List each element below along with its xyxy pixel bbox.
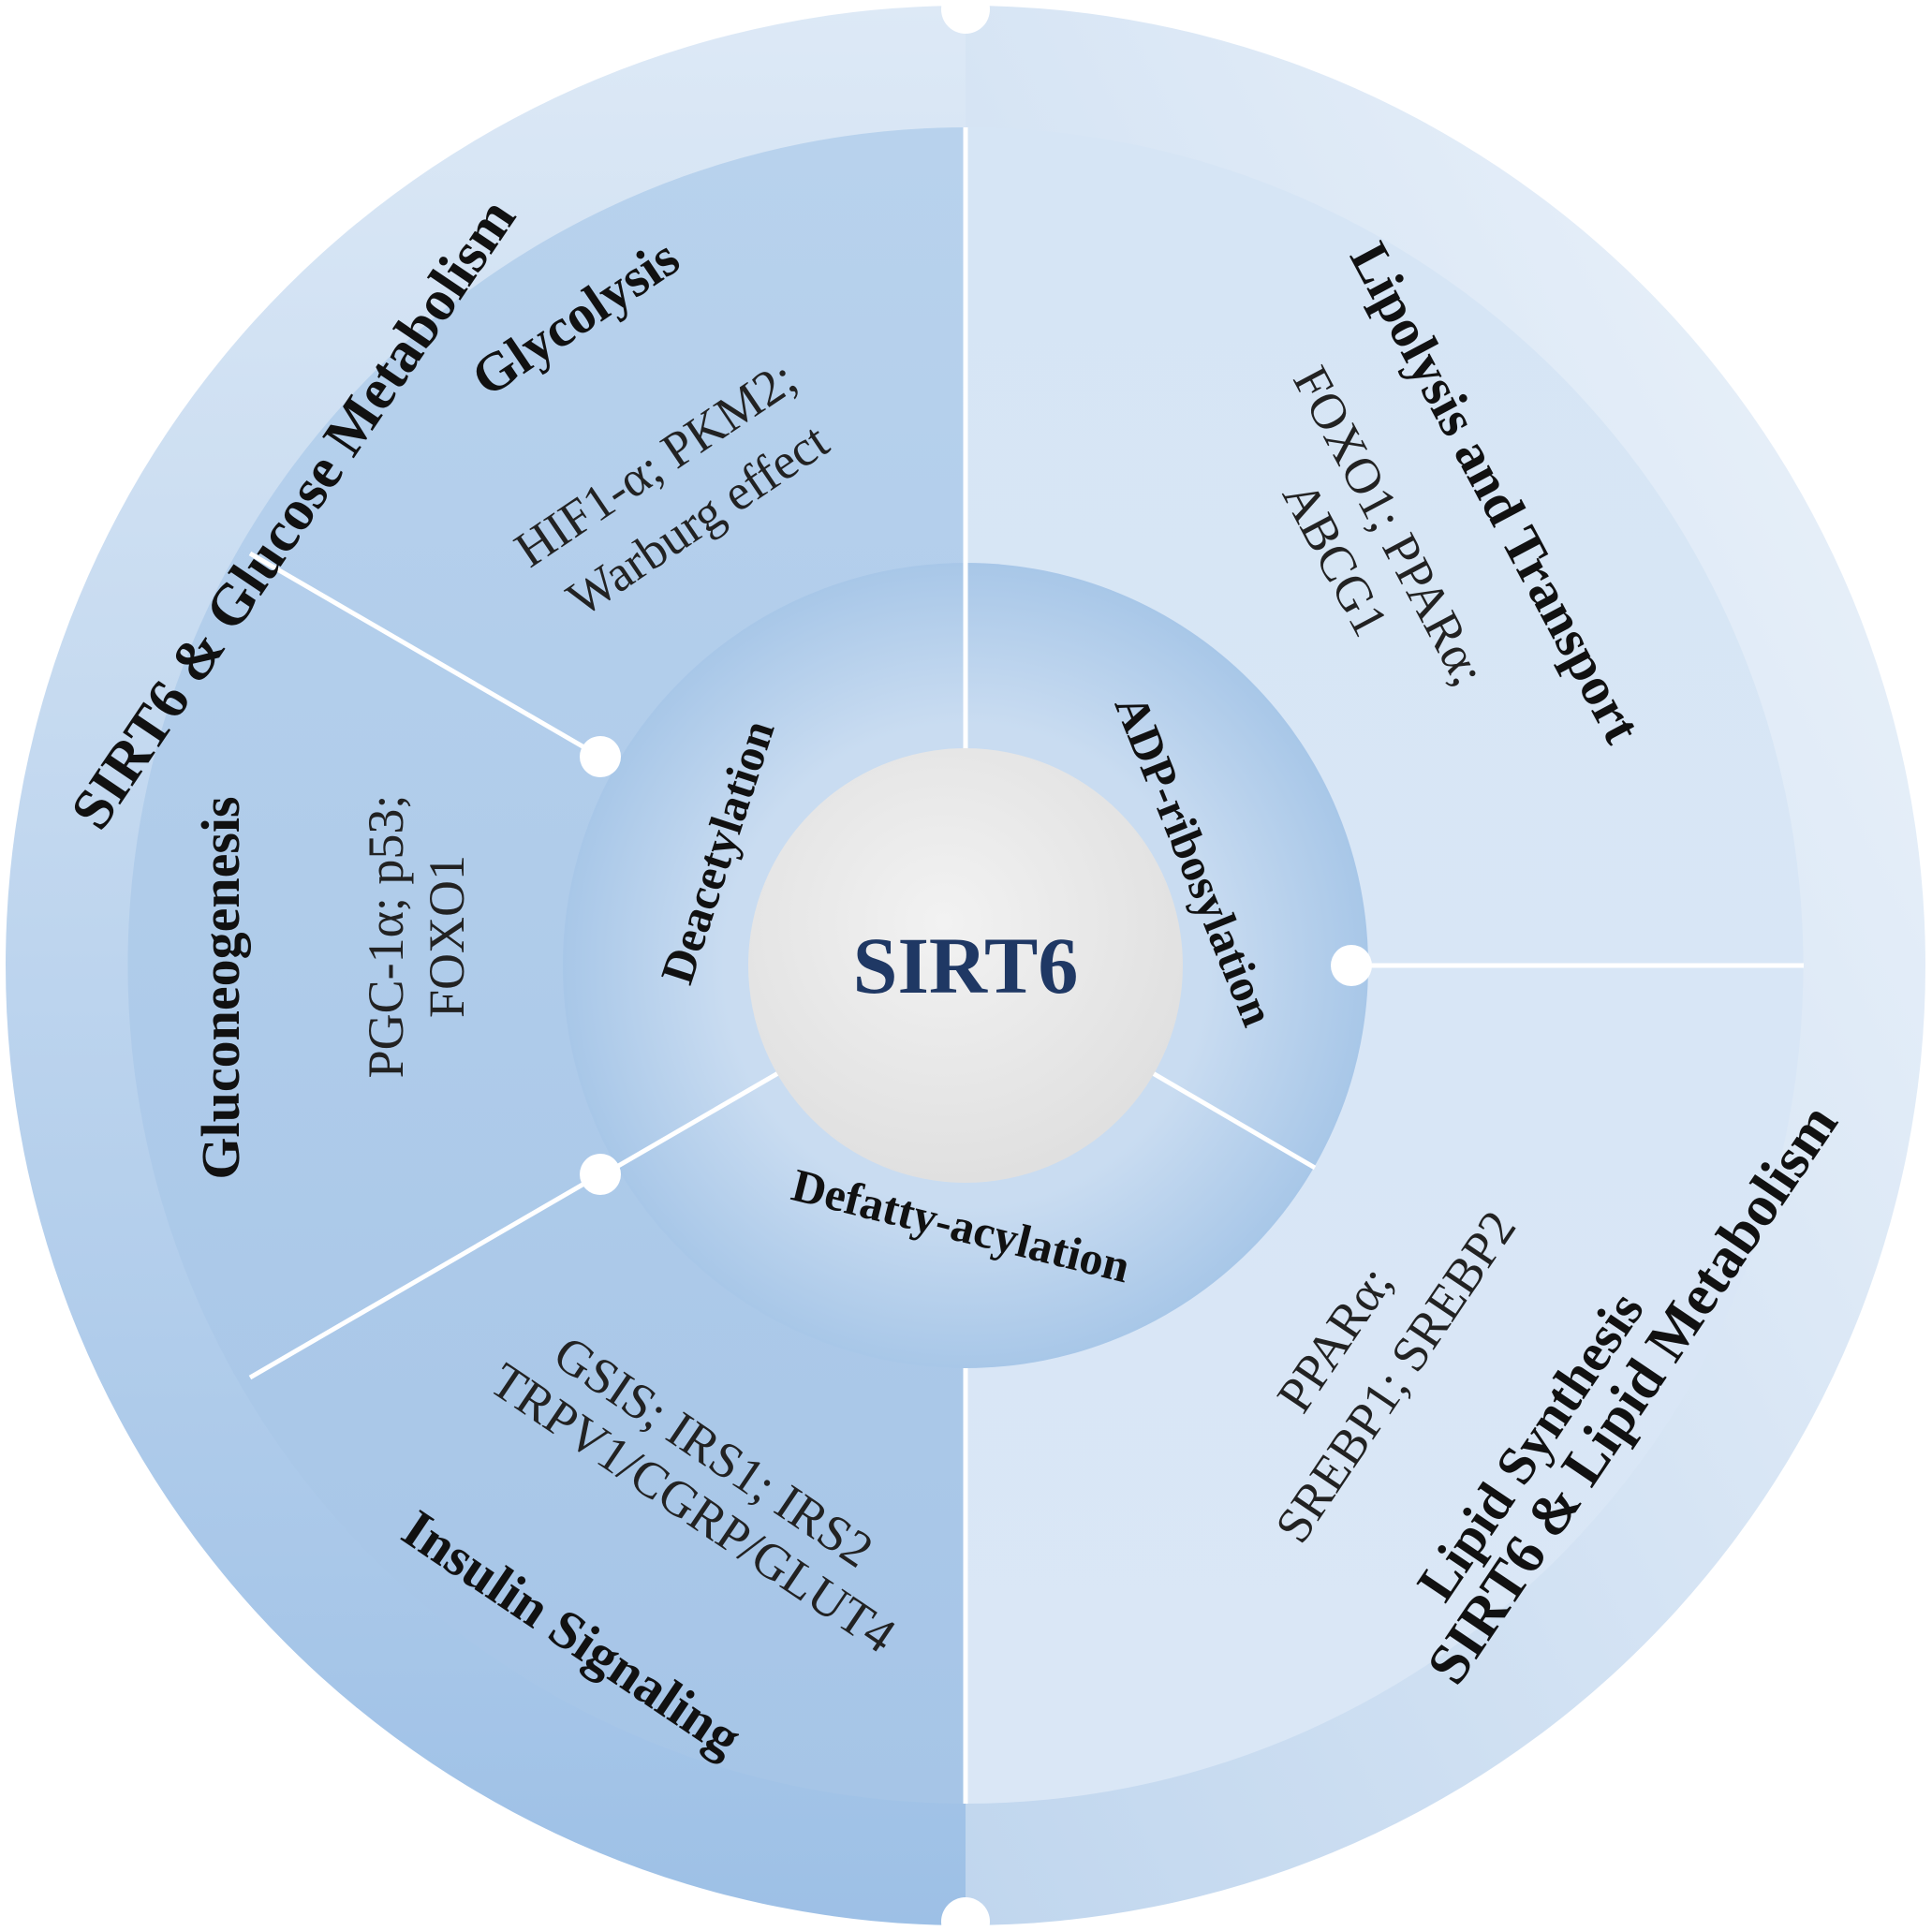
- center-circle: [748, 748, 1183, 1183]
- dot-top: [941, 0, 990, 34]
- dot-deacetylation-top: [580, 736, 621, 777]
- connector-dots: [580, 0, 1372, 1931]
- center-label: SIRT6: [853, 921, 1079, 1010]
- dot-adp-ribosylation: [1331, 945, 1372, 986]
- segment-line1-gluconeogenesis: PGC-1α; p53;: [358, 795, 414, 1079]
- segment-title-gluconeogenesis: Gluconeogenesis: [190, 796, 251, 1179]
- dot-bottom: [941, 1897, 990, 1931]
- mechanism-dividers: [612, 563, 1317, 1172]
- sector-glucose-half: [127, 127, 966, 1804]
- dot-deacetylation-bottom: [580, 1154, 621, 1195]
- segment-line2-gluconeogenesis: FOXO1: [419, 855, 475, 1018]
- sector-dividers: [248, 127, 1804, 1804]
